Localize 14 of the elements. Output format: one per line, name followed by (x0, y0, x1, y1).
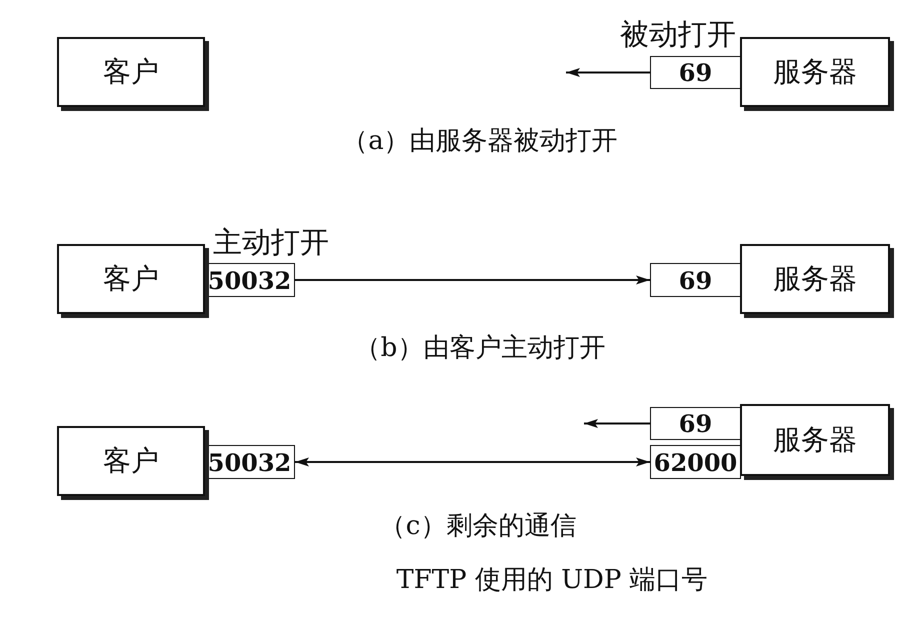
figure-caption: TFTP 使用的 UDP 端口号 (396, 566, 708, 596)
port-number-box: 62000 (650, 445, 741, 479)
annotation-text: 被动打开 (620, 18, 736, 52)
arrow (295, 276, 650, 284)
port-number-box: 69 (650, 407, 741, 440)
annotation-text: 主动打开 (213, 226, 329, 260)
port-number-box: 69 (650, 263, 741, 297)
arrow (584, 419, 650, 428)
double-arrow (295, 458, 650, 466)
panel-caption: （a）由服务器被动打开 (342, 127, 618, 157)
port-number-box: 69 (650, 56, 741, 89)
panel-caption: （b）由客户主动打开 (354, 334, 606, 364)
arrow (566, 68, 650, 77)
panel-caption: （c）剩余的通信 (380, 512, 576, 542)
